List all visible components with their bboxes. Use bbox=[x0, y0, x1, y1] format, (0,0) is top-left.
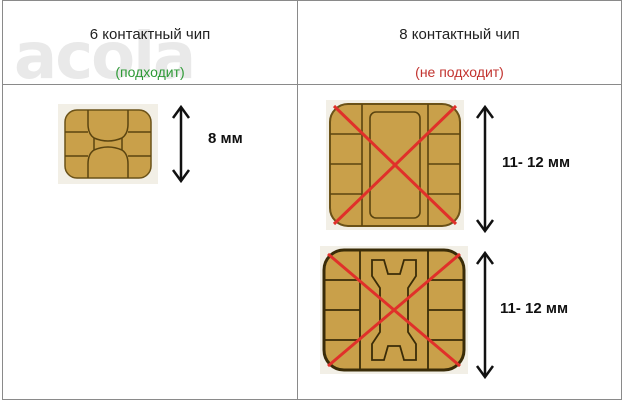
six-pin-chip-image bbox=[58, 104, 158, 184]
column-title-eight-pin: 8 контактный чип bbox=[399, 26, 520, 43]
sim-chip-icon bbox=[58, 104, 158, 184]
header-cell-eight-pin: 8 контактный чип (не подходит) bbox=[298, 0, 621, 84]
header-divider bbox=[2, 84, 622, 85]
eight-pin-chip-image-a bbox=[326, 100, 464, 230]
dimension-label-eight-pin-a: 11- 12 мм bbox=[502, 154, 571, 171]
dimension-label-eight-pin-b: 11- 12 мм bbox=[500, 300, 569, 317]
vertical-double-arrow-icon bbox=[475, 104, 495, 234]
vertical-double-arrow-icon bbox=[171, 104, 191, 184]
eight-pin-chip-image-b bbox=[320, 246, 468, 374]
dimension-arrow-eight-pin-b bbox=[474, 250, 496, 380]
sim-chip-icon bbox=[320, 246, 468, 374]
status-not-fits: (не подходит) bbox=[415, 64, 504, 80]
sim-chip-icon bbox=[326, 100, 464, 230]
dimension-label-six-pin: 8 мм bbox=[208, 130, 243, 147]
vertical-double-arrow-icon bbox=[475, 250, 495, 380]
dimension-arrow-six-pin bbox=[170, 104, 192, 184]
column-title-six-pin: 6 контактный чип bbox=[89, 26, 211, 43]
status-fits: (подходит) bbox=[115, 64, 185, 80]
comparison-table bbox=[2, 0, 622, 400]
column-divider bbox=[297, 0, 298, 400]
header-cell-six-pin: 6 контактный чип (подходит) bbox=[3, 0, 297, 84]
dimension-arrow-eight-pin-a bbox=[474, 104, 496, 234]
